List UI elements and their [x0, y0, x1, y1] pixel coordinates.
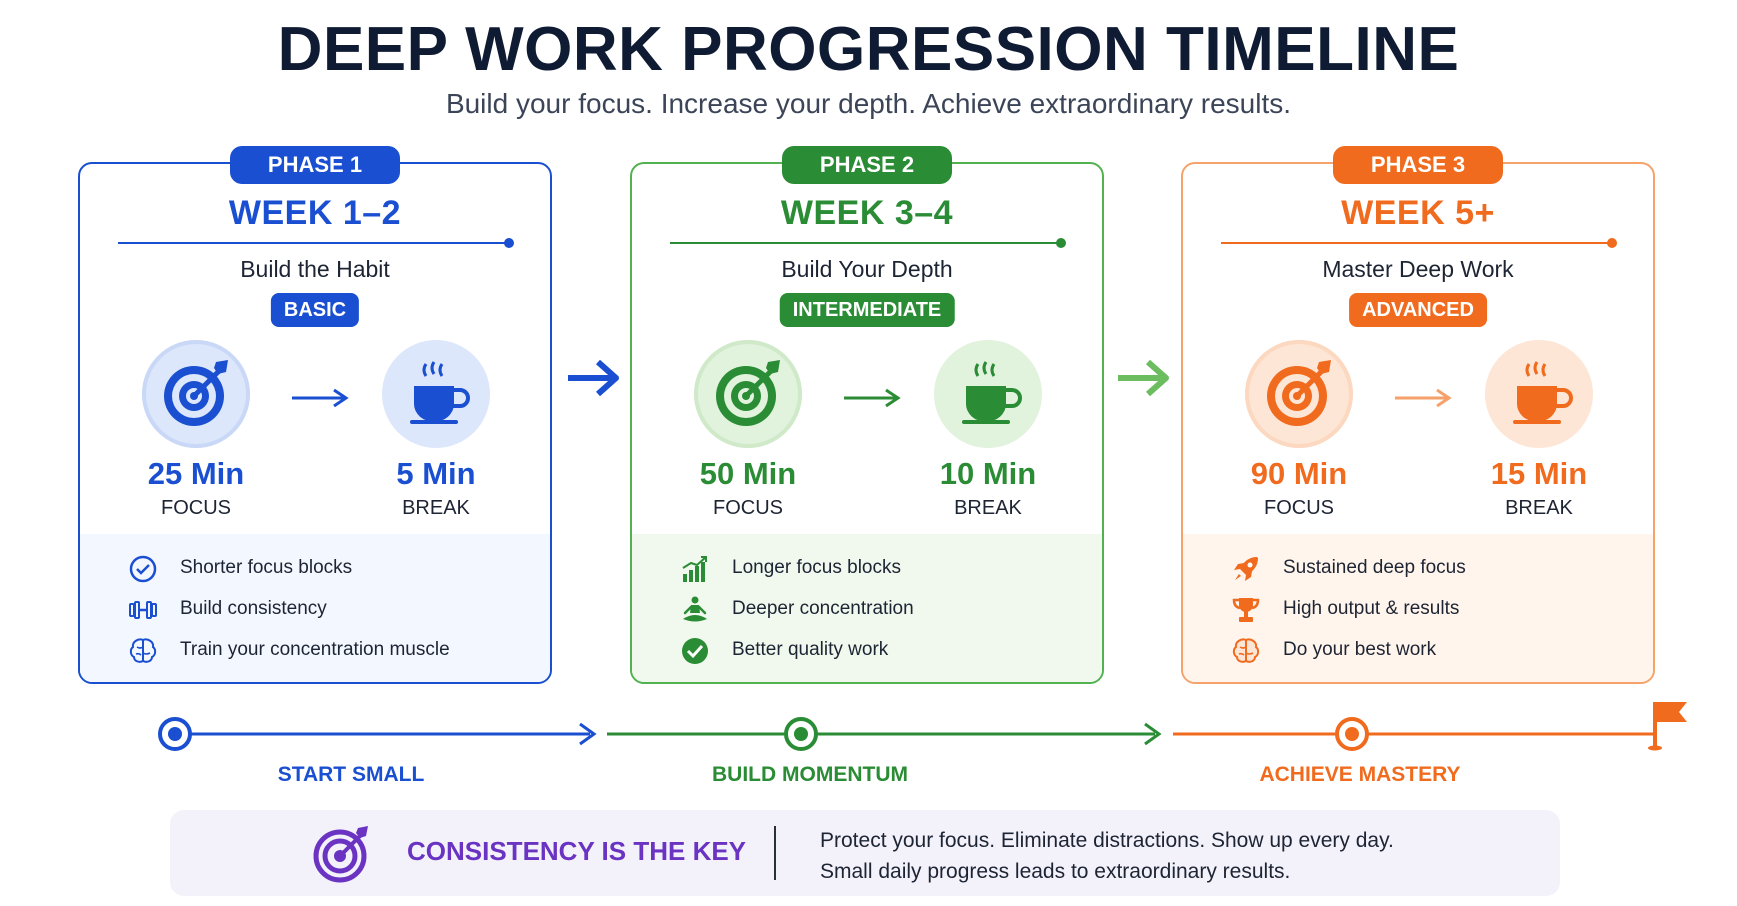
start-milestone-icon — [158, 717, 192, 751]
benefit-text: Deeper concentration — [732, 598, 914, 619]
week-underline — [1221, 242, 1611, 244]
focus-target-icon — [694, 340, 802, 448]
benefit-text: High output & results — [1283, 598, 1460, 619]
week-underline-dot — [1056, 238, 1066, 248]
coffee-cup-icon — [382, 340, 490, 448]
phase-badge: PHASE 2 — [782, 146, 952, 184]
level-badge: INTERMEDIATE — [779, 293, 955, 327]
focus-target-icon — [142, 340, 250, 448]
week-label: WEEK 5+ — [1341, 194, 1495, 232]
benefit-text: Train your concentration muscle — [180, 639, 450, 660]
break-label: BREAK — [402, 497, 470, 519]
benefit-text: Do your best work — [1283, 639, 1437, 660]
focus-to-break-arrow-icon — [844, 388, 901, 408]
check-circle-filled-icon — [682, 638, 708, 664]
rocket-icon — [1234, 557, 1258, 581]
benefit-text: Build consistency — [180, 598, 327, 619]
focus-target-icon — [1245, 340, 1353, 448]
break-duration: 15 Min — [1490, 456, 1588, 491]
check-circle-icon — [129, 555, 157, 583]
week-underline-dot — [504, 238, 514, 248]
focus-to-break-arrow-icon — [1395, 388, 1452, 408]
phase-card-1-benefits — [80, 534, 550, 682]
focus-label: FOCUS — [1264, 497, 1334, 519]
momentum-milestone-icon — [784, 717, 818, 751]
benefit-text: Shorter focus blocks — [180, 557, 353, 578]
growth-chart-icon — [682, 556, 707, 582]
consistency-banner: CONSISTENCY IS THE KEY Protect your focu… — [170, 810, 1560, 896]
milestone-build-momentum: BUILD MOMENTUM — [712, 763, 908, 786]
phase-2-to-3-arrow-icon — [1118, 359, 1169, 397]
focus-label: FOCUS — [161, 497, 231, 519]
phase-card-2-benefits — [632, 534, 1102, 682]
focus-duration: 25 Min — [147, 456, 245, 491]
brain-icon — [1232, 638, 1260, 663]
week-underline-dot — [1607, 238, 1617, 248]
trophy-icon — [1232, 598, 1260, 622]
focus-label: FOCUS — [713, 497, 783, 519]
milestone-achieve-mastery: ACHIEVE MASTERY — [1259, 763, 1461, 786]
coffee-cup-icon — [1485, 340, 1593, 448]
phase-1-to-2-arrow-icon — [568, 359, 619, 397]
coffee-cup-icon — [934, 340, 1042, 448]
break-label: BREAK — [954, 497, 1022, 519]
footer-divider — [774, 826, 776, 880]
break-label: BREAK — [1505, 497, 1573, 519]
milestone-start-small: START SMALL — [277, 763, 425, 786]
focus-duration: 90 Min — [1250, 456, 1348, 491]
phase-card-3: PHASE 3 WEEK 5+ Master Deep Work ADVANCE… — [1181, 146, 1655, 684]
dumbbell-icon — [129, 601, 157, 619]
phase-badge: PHASE 3 — [1333, 146, 1503, 184]
phase-subtitle: Master Deep Work — [1322, 256, 1514, 282]
phase-card-1: PHASE 1 WEEK 1–2 Build the Habit BASIC 2… — [78, 146, 552, 684]
brain-icon — [129, 638, 157, 663]
level-badge: ADVANCED — [1349, 293, 1487, 327]
week-label: WEEK 1–2 — [228, 194, 402, 232]
week-underline — [670, 242, 1060, 244]
consistency-message: Protect your focus. Eliminate distractio… — [820, 825, 1394, 887]
benefit-text: Better quality work — [732, 639, 889, 660]
phase-badge: PHASE 1 — [230, 146, 400, 184]
mastery-milestone-icon — [1335, 717, 1369, 751]
progress-timeline — [178, 722, 1656, 746]
target-icon — [313, 826, 368, 883]
phase-subtitle: Build Your Depth — [781, 256, 953, 282]
meditation-icon — [683, 596, 707, 622]
benefit-text: Longer focus blocks — [732, 557, 901, 578]
message-line-1: Protect your focus. Eliminate distractio… — [820, 829, 1394, 852]
finish-flag-icon — [1648, 702, 1687, 751]
focus-to-break-arrow-icon — [292, 388, 349, 408]
benefit-text: Sustained deep focus — [1283, 557, 1466, 578]
consistency-headline: CONSISTENCY IS THE KEY — [407, 836, 747, 866]
page-subtitle: Build your focus. Increase your depth. A… — [445, 88, 1292, 119]
break-duration: 5 Min — [396, 456, 476, 491]
level-badge: BASIC — [270, 293, 360, 327]
phase-subtitle: Build the Habit — [240, 256, 390, 282]
message-line-2: Small daily progress leads to extraordin… — [820, 860, 1291, 883]
phase-card-3-benefits — [1183, 534, 1653, 682]
break-duration: 10 Min — [939, 456, 1037, 491]
focus-duration: 50 Min — [699, 456, 797, 491]
page-title: DEEP WORK PROGRESSION TIMELINE — [277, 15, 1460, 84]
week-underline — [118, 242, 508, 244]
week-label: WEEK 3–4 — [780, 194, 954, 232]
phase-card-2: PHASE 2 WEEK 3–4 Build Your Depth INTERM… — [630, 146, 1104, 684]
